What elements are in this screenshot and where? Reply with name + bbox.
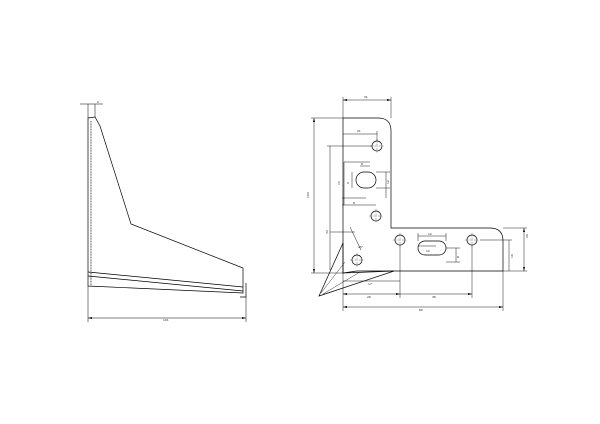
slot-vertical: [355, 171, 377, 189]
dim-top-offset: 2: [97, 100, 99, 104]
dim-overall-length: 101: [163, 318, 169, 322]
side-view: 2 101: [80, 100, 247, 322]
arrow-left: [88, 317, 92, 319]
arrowheads: [313, 99, 525, 308]
gusset-hatch: [320, 261, 346, 294]
dim-pos-a: 17: [368, 282, 372, 286]
dim-lower-offset: 8: [353, 201, 355, 205]
dim-slot-width-h: 12: [428, 232, 432, 236]
dim-side-height: 26: [525, 234, 529, 238]
arrow-right: [242, 317, 246, 319]
dim-overall-width: 80: [419, 308, 423, 312]
side-profile-outline: [87, 116, 244, 294]
front-view: 31 104 21 8 12 6 13 8 34 45° 26 16 12 8 …: [306, 95, 529, 312]
dimension-lines: [311, 97, 527, 311]
dim-slot-offset-v: 6: [346, 182, 350, 184]
gusset-hatch-2: [322, 271, 361, 295]
dim-slot-pos-v: 13: [337, 181, 341, 185]
dim-pos-b: 26: [367, 295, 371, 299]
bracket-outline: [342, 117, 504, 274]
dim-side-offset: 16: [510, 254, 514, 258]
dim-slot-height-h: 8: [456, 256, 460, 258]
dim-top-width: 31: [364, 95, 368, 99]
slot-horizontal: [417, 240, 447, 256]
dim-slot-height-v: 12: [386, 180, 390, 184]
dim-base-gap: 12: [426, 249, 430, 253]
corner-gusset: [318, 242, 395, 297]
dim-overall-height: 104: [306, 192, 310, 198]
side-base-plate: [87, 271, 244, 292]
dim-corner-angle: 45°: [358, 245, 364, 249]
dim-hole-pitch-top: 21: [357, 129, 361, 133]
dim-lower-height: 34: [325, 230, 329, 234]
dim-pos-c: 36: [432, 295, 436, 299]
dim-slot-width-v: 8: [361, 162, 363, 166]
